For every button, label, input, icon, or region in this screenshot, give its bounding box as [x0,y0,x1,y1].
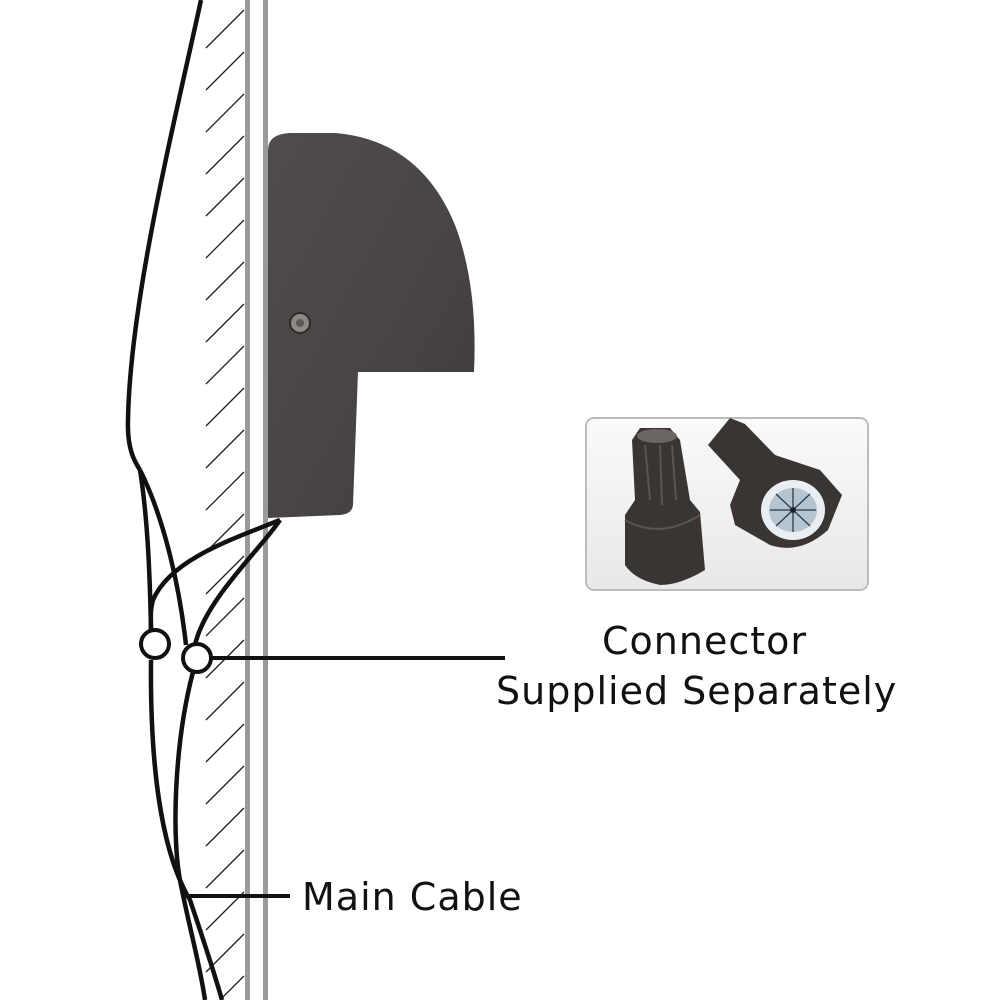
main-cable-label: Main Cable [302,875,523,919]
hatch-line [205,177,245,217]
hatch-line [219,975,245,1000]
connector-photo [585,417,869,591]
wire-connector-left-icon [139,628,171,660]
light-fixture [268,133,475,518]
hatch-line [205,891,245,931]
hatch-line [205,849,245,889]
wall-hatching [205,9,245,1000]
wall [245,0,268,1000]
wires [125,0,505,1000]
hatch-line [205,93,245,133]
connector-label: Connector [602,619,807,663]
hatch-line [205,471,245,511]
hatch-line [205,135,245,175]
hatch-line [205,387,245,427]
hatch-line [205,9,245,49]
hatch-line [205,597,245,637]
hatch-line [205,261,245,301]
hatch-line [205,807,245,847]
supplied-separately-label: Supplied Separately [496,669,898,713]
hatch-line [205,303,245,343]
wire-nut-tilted-icon [708,418,842,548]
hatch-line [205,219,245,259]
hatch-line [205,723,245,763]
hatch-line [205,429,245,469]
hatch-line [205,51,245,91]
hatch-line [205,513,245,553]
hatch-line [205,765,245,805]
hatch-line [205,681,245,721]
wire-connector-right-icon [181,642,213,674]
hatch-line [205,345,245,385]
wire-nut-upright-icon [624,428,705,585]
hatch-line [205,555,245,595]
